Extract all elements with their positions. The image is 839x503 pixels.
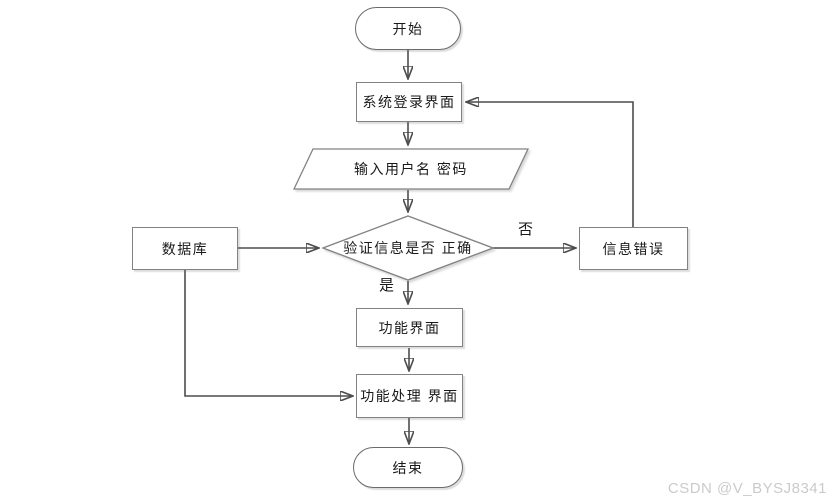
- flow-node-process-label: 功能处理 界面: [360, 388, 459, 404]
- flow-node-error-label: 信息错误: [602, 240, 665, 257]
- flow-node-login: 系统登录界面: [356, 82, 462, 122]
- edge-label-yes: 是: [378, 277, 396, 295]
- flow-node-end-label: 结束: [392, 459, 424, 476]
- diamond-shape: [322, 215, 494, 281]
- flow-node-error: 信息错误: [579, 227, 688, 270]
- flow-node-function-label: 功能界面: [378, 319, 441, 336]
- flow-node-database: 数据库: [132, 227, 238, 270]
- flow-node-process: 功能处理 界面: [356, 374, 463, 418]
- flow-node-login-label: 系统登录界面: [362, 94, 456, 110]
- edge-label-no: 否: [517, 221, 535, 239]
- flow-node-input: 输入用户名 密码: [293, 148, 529, 190]
- edge-database-to-process: [184, 270, 352, 396]
- flow-node-start: 开始: [355, 7, 461, 50]
- flow-node-database-label: 数据库: [161, 240, 209, 257]
- edge-error-to-login: [467, 102, 634, 227]
- parallelogram-shape: [293, 148, 529, 190]
- flow-node-input-label: 输入用户名 密码: [354, 161, 468, 177]
- watermark: CSDN @V_BYSJ8341: [667, 480, 827, 497]
- flow-node-start-label: 开始: [392, 20, 424, 37]
- flow-node-decision: 验证信息是否 正确: [322, 215, 494, 281]
- flow-node-function: 功能界面: [356, 308, 463, 347]
- flow-node-end: 结束: [353, 447, 463, 488]
- flow-node-decision-label: 验证信息是否 正确: [343, 240, 473, 256]
